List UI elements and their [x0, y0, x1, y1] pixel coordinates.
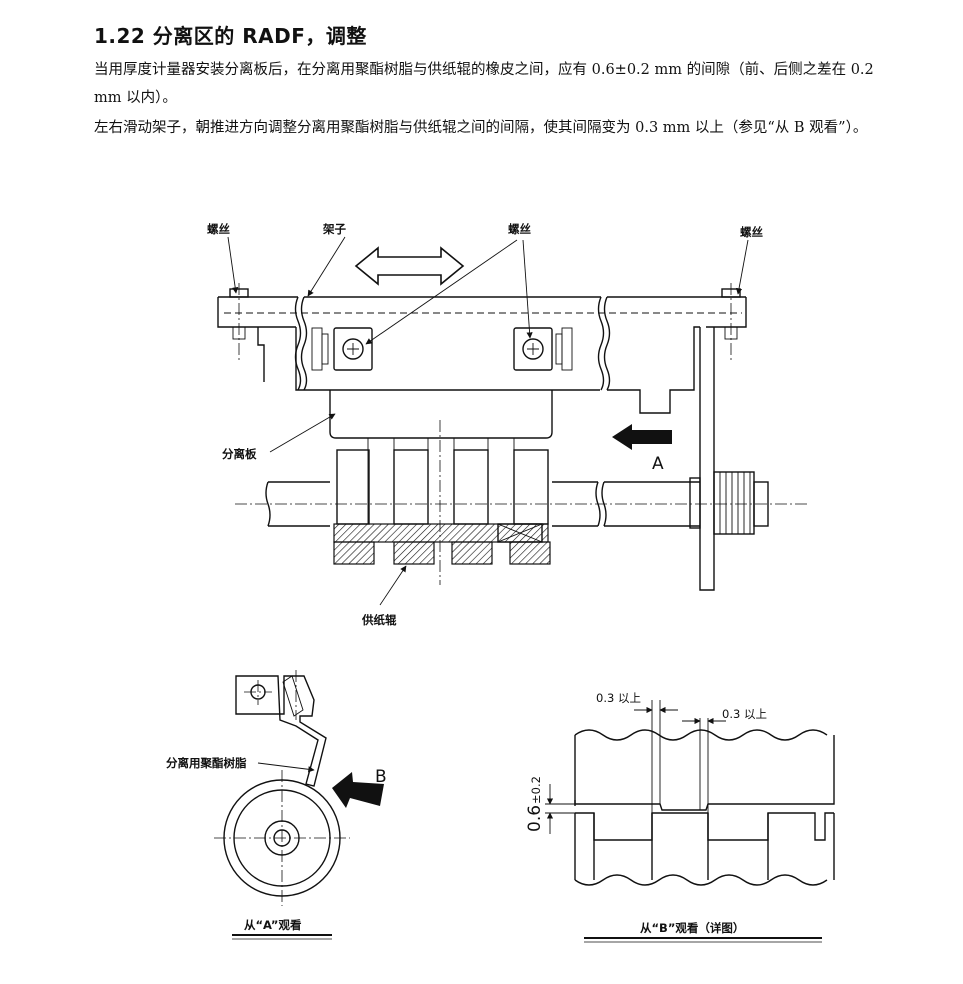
label-screw-middle: 螺丝: [508, 222, 531, 236]
label-feed-roller: 供纸辊: [361, 613, 397, 627]
label-bracket: 架子: [322, 222, 346, 236]
view-from-b-drawing: [545, 700, 835, 943]
end-screw-left: [229, 283, 265, 382]
view-from-a-drawing: [214, 670, 384, 940]
caption-view-from-a: 从“A”观看: [244, 918, 302, 932]
screw-head-right: [522, 338, 544, 360]
end-screw-right: [721, 283, 741, 360]
label-gap-right: 0.3 以上: [722, 707, 767, 721]
label-separation-polyester: 分离用聚酯树脂: [166, 756, 247, 770]
main-assembly-drawing: [217, 283, 810, 591]
label-clearance-value: 0.6: [525, 805, 545, 832]
label-separation-plate: 分离板: [222, 447, 257, 461]
caption-view-from-b: 从“B”观看（详图）: [640, 921, 744, 935]
slide-direction-arrow: [354, 246, 465, 286]
arrow-b-label: B: [375, 767, 387, 787]
label-gap-left: 0.3 以上: [596, 691, 641, 705]
label-screw-right: 螺丝: [740, 225, 763, 239]
screw-head-left: [342, 338, 364, 360]
arrow-a-label: A: [652, 454, 664, 474]
section-title: 1.22 分离区的 RADF，调整: [94, 24, 367, 48]
label-screw-left: 螺丝: [207, 222, 230, 236]
instruction-paragraph-1: 当用厚度计量器安装分离板后，在分离用聚酯树脂与供纸辊的橡皮之间，应有 0.6±0…: [94, 62, 874, 106]
instruction-paragraph-2: 左右滑动架子，朝推进方向调整分离用聚酯树脂与供纸辊之间的间隔，使其间隔变为 0.…: [94, 120, 868, 136]
view-a-arrow: [612, 424, 672, 450]
label-clearance-tolerance: ±0.2: [529, 776, 543, 804]
